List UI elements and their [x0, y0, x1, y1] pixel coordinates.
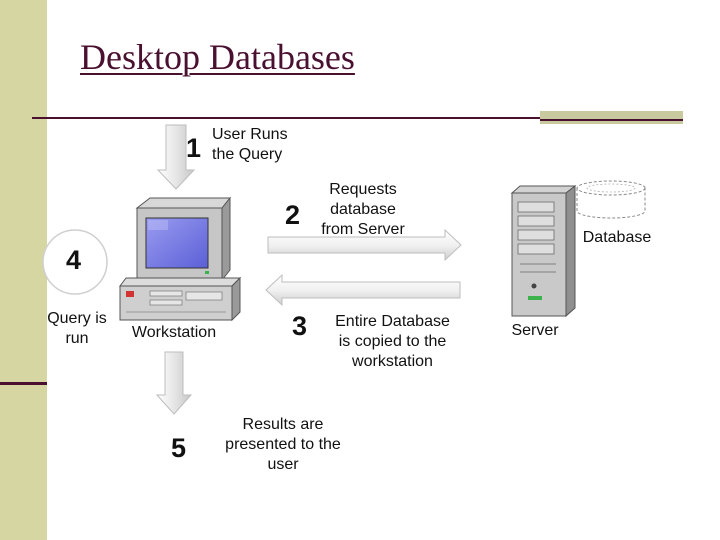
step-1-number: 1: [186, 133, 202, 163]
slide-title: Desktop Databases: [80, 37, 355, 77]
title-rule-block-line: [540, 119, 683, 121]
step-1-arrow: [156, 124, 196, 190]
step-3-number: 3: [292, 311, 308, 341]
workstation-computer-icon: [119, 196, 242, 322]
workstation-label: Workstation: [131, 324, 217, 341]
step-2-label: Requests database from Server: [321, 181, 405, 238]
database-label: Database: [582, 229, 652, 246]
server-label: Server: [511, 322, 559, 339]
title-rule: [32, 117, 540, 119]
step-1-label: User Runs the Query: [212, 126, 288, 163]
step-4-number: 4: [66, 245, 82, 275]
step-4-circle: [42, 229, 108, 295]
database-cylinder-icon: [576, 180, 646, 219]
step-5-label: Results are presented to the user: [225, 416, 341, 473]
step-4-label: Query is run: [47, 310, 107, 347]
step-3-label: Entire Database is copied to the worksta…: [335, 313, 450, 370]
step-5-number: 5: [171, 433, 187, 463]
server-tower-icon: [510, 184, 577, 318]
step-2-number: 2: [285, 200, 301, 230]
sidebar-accent-line: [0, 382, 47, 385]
slide-sidebar: [0, 0, 47, 540]
step-5-arrow: [155, 351, 193, 415]
step-2-arrow: [267, 228, 462, 262]
step-3-arrow: [265, 273, 461, 307]
